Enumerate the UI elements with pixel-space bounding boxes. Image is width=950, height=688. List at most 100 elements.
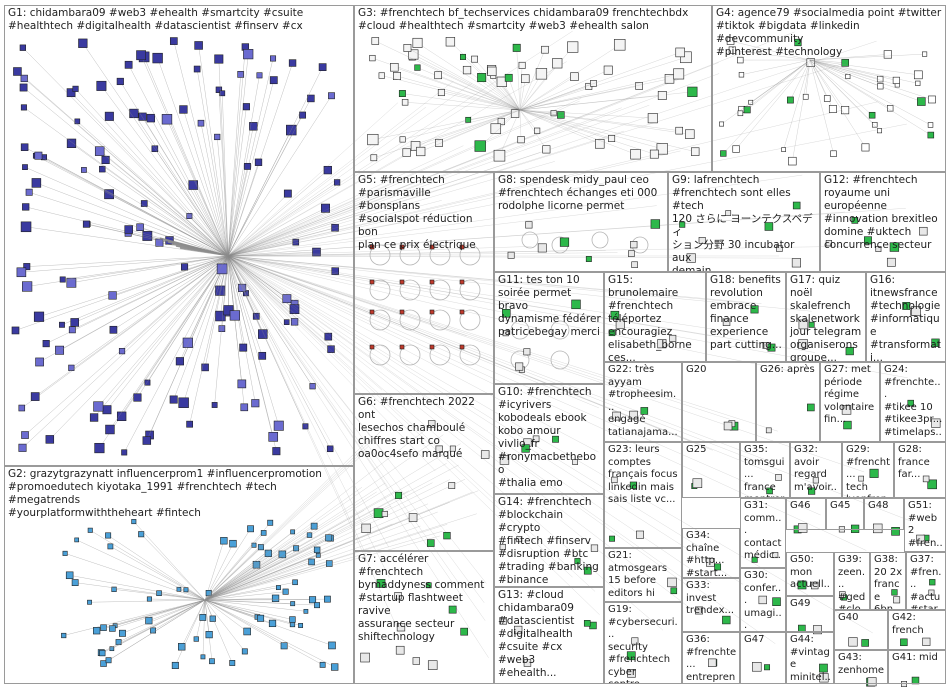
graph-node (792, 201, 801, 210)
graph-edge (71, 255, 229, 369)
graph-node (679, 221, 686, 228)
graph-node (499, 543, 506, 551)
graph-edge (140, 55, 229, 257)
group-label-g44: G44: #vintage minitel... (790, 634, 831, 683)
graph-node (94, 146, 105, 156)
graph-node (403, 44, 412, 52)
graph-node (875, 246, 882, 252)
graph-edge (63, 599, 206, 636)
graph-edge (204, 427, 386, 601)
graph-node (124, 225, 133, 234)
graph-edge (462, 56, 521, 111)
graph-edge (519, 109, 653, 119)
graph-node (68, 364, 75, 371)
graph-edge (809, 59, 834, 154)
graph-node (858, 475, 864, 482)
cluster-ring (459, 344, 481, 366)
graph-node (395, 645, 405, 655)
graph-edge (227, 67, 323, 257)
graph-node (31, 178, 42, 188)
graph-node (239, 343, 248, 352)
graph-node (283, 189, 292, 198)
graph-edge (406, 109, 521, 153)
graph-node (427, 660, 438, 670)
graph-edge (149, 598, 206, 601)
graph-edge (519, 69, 609, 111)
graph-edge (438, 109, 521, 144)
graph-node (802, 93, 809, 100)
graph-node (105, 424, 115, 435)
graph-node (314, 602, 320, 609)
group-label-g10: G10: #frenchtech #icyrivers kobodeals eb… (498, 386, 597, 489)
graph-node (722, 615, 731, 625)
graph-node (813, 625, 822, 635)
group-label-g25: G25 (686, 444, 707, 455)
graph-node (370, 154, 378, 162)
graph-node (732, 145, 740, 153)
group-box-g37: G37: #fren... #actu #star... (906, 552, 946, 610)
graph-edge (204, 546, 262, 601)
group-label-g17: G17: quiz noël skalefrench skalenetwork … (790, 274, 862, 362)
graph-edge (519, 57, 686, 111)
graph-node (272, 447, 281, 456)
graph-edge (61, 255, 229, 326)
graph-edge (204, 599, 306, 612)
graph-edge (732, 49, 811, 61)
group-box-g39: G39: zeen... #ged #clou... (834, 552, 870, 610)
graph-node (628, 250, 635, 257)
graph-node (567, 41, 579, 53)
graph-node (20, 104, 27, 111)
graph-node (534, 127, 541, 134)
graph-node (408, 49, 419, 60)
graph-edge (204, 599, 335, 668)
graph-node (647, 113, 658, 124)
graph-node (722, 318, 731, 326)
graph-edge (747, 59, 811, 110)
graph-node (34, 151, 43, 160)
group-label-g47: G47 (744, 634, 765, 645)
graph-node (728, 46, 736, 54)
graph-node (369, 279, 375, 285)
graph-node (686, 253, 696, 263)
group-label-g24: G24: #frenchte... #tikee 10 #tikee3pr...… (884, 364, 943, 441)
graph-node (514, 625, 523, 635)
graph-edge (227, 169, 328, 257)
graph-node (182, 337, 193, 348)
graph-edge (227, 255, 236, 316)
graph-edge (113, 255, 229, 330)
graph-node (552, 58, 563, 69)
graph-node (74, 537, 79, 543)
graph-edge (204, 563, 330, 601)
graph-node (499, 617, 507, 625)
graph-node (750, 305, 759, 314)
group-box-g27: G27: met période régime volontaire fin..… (820, 362, 880, 442)
graph-edge (227, 255, 467, 337)
graph-edge (809, 59, 866, 148)
group-label-g1: G1: chidambara09 #web3 #ehealth #smartci… (8, 7, 304, 32)
graph-node (737, 110, 744, 117)
group-label-g14: G14: #frenchtech #blockchain #crypto #fi… (498, 496, 599, 586)
graph-edge (75, 88, 229, 257)
graph-node (369, 244, 375, 250)
graph-edge (809, 59, 880, 131)
graph-node (310, 522, 318, 530)
graph-edge (721, 59, 811, 125)
graph-edge (227, 255, 263, 356)
graph-node (459, 244, 465, 250)
graph-edge (381, 75, 521, 111)
graph-edge (508, 77, 521, 111)
graph-edge (373, 109, 521, 158)
graph-edge (519, 109, 655, 155)
graph-node (657, 91, 667, 100)
graph-node (518, 61, 526, 69)
graph-node (331, 223, 339, 232)
graph-node (105, 657, 112, 664)
group-label-g40: G40 (838, 612, 859, 623)
graph-node (25, 188, 33, 196)
graph-node (861, 143, 870, 152)
group-label-g12: G12: #frenchtech royaume uni européenne … (824, 174, 938, 251)
graph-node (144, 379, 151, 386)
graph-edge (122, 599, 206, 634)
graph-edge (809, 59, 931, 136)
graph-node (399, 344, 405, 350)
